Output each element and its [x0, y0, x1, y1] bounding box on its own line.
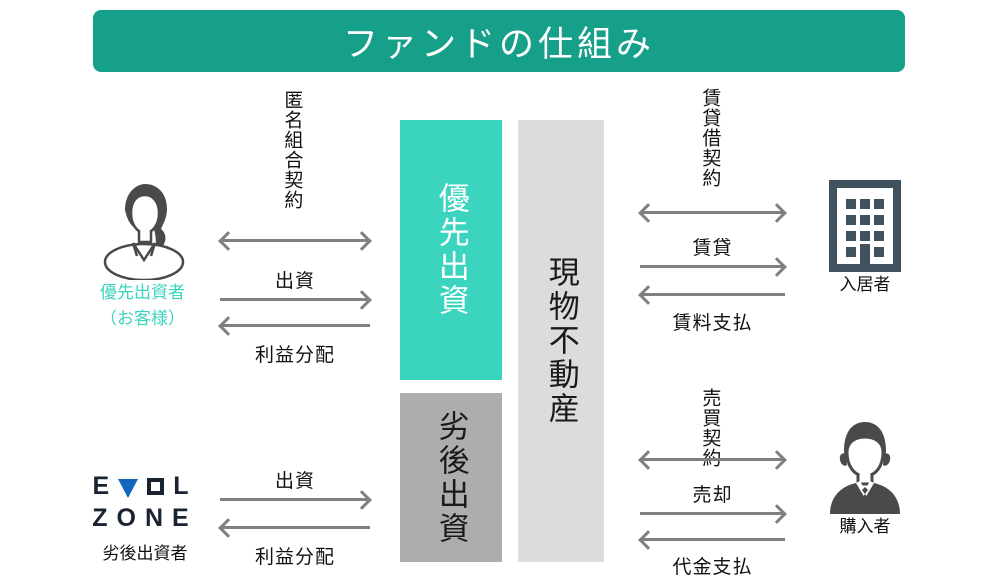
actor-senior-investor: 優先出資者 （お客様） — [80, 180, 205, 331]
flow-label-sale-contract: 売買契約 — [699, 388, 721, 468]
female-avatar-icon — [103, 184, 184, 280]
flow-arrow-subordinate-investment — [220, 492, 370, 506]
actor-subordinate-investor: E L ZONE 劣後出資者 — [70, 474, 220, 567]
flow-label-subordinate-investment: 出資 — [274, 471, 315, 492]
subordinate-investor-label: 劣後出資者 — [102, 544, 188, 563]
building-icon — [829, 180, 901, 272]
flow-label-rent-payment: 賃料支払 — [672, 313, 753, 334]
evol-logo-line2: ZONE — [92, 504, 198, 532]
physical-real-estate-bar: 現物不動産 — [518, 120, 604, 562]
flow-arrow-sale-payment — [640, 532, 785, 546]
flow-label-sale-payment: 代金支払 — [672, 557, 753, 576]
buyer-label: 購入者 — [839, 517, 891, 536]
page-title: ファンドの仕組み — [342, 24, 655, 64]
diagram-title-banner: ファンドの仕組み — [93, 10, 905, 72]
flow-arrow-senior-contract — [220, 233, 370, 247]
senior-investment-label: 優先出資 — [433, 182, 469, 318]
flow-arrow-lease-contract — [640, 205, 785, 219]
flow-arrow-sale — [640, 506, 785, 520]
tenant-label: 入居者 — [839, 275, 891, 294]
flow-label-senior-profit: 利益分配 — [254, 345, 335, 366]
flow-label-sale: 売却 — [692, 485, 733, 506]
evol-zone-logo: E L ZONE — [92, 474, 197, 531]
evol-logo-line1: E L — [93, 474, 198, 499]
flow-arrow-subordinate-profit — [220, 520, 370, 534]
evol-letter-e: E — [92, 472, 119, 500]
flow-arrow-senior-investment — [220, 292, 370, 306]
subordinate-investment-label: 劣後出資 — [433, 409, 469, 546]
physical-real-estate-label: 現物不動産 — [543, 256, 579, 426]
flow-arrow-sale-contract — [640, 452, 785, 466]
evol-square-o-icon — [147, 478, 165, 495]
subordinate-investment-bar: 劣後出資 — [400, 393, 502, 562]
flow-label-subordinate-profit: 利益分配 — [254, 547, 335, 568]
flow-arrow-rent-payment — [640, 287, 785, 301]
flow-label-senior-investment: 出資 — [274, 271, 315, 292]
senior-investor-label-line1: 優先出資者 — [100, 283, 185, 302]
flow-label-senior-contract: 匿名組合契約 — [281, 90, 303, 210]
businessman-icon — [830, 422, 900, 514]
actor-tenant: 入居者 — [815, 180, 915, 298]
senior-investment-bar: 優先出資 — [400, 120, 502, 380]
flow-label-lease-contract: 賃貸借契約 — [699, 88, 721, 188]
evol-letter-l: L — [173, 472, 198, 500]
senior-investor-label-line2: （お客様） — [100, 308, 185, 328]
flow-arrow-senior-profit — [220, 318, 370, 332]
flow-arrow-lease — [640, 259, 785, 273]
evol-triangle-icon — [118, 476, 139, 498]
flow-label-lease: 賃貸 — [692, 238, 733, 259]
actor-buyer: 購入者 — [810, 418, 920, 540]
